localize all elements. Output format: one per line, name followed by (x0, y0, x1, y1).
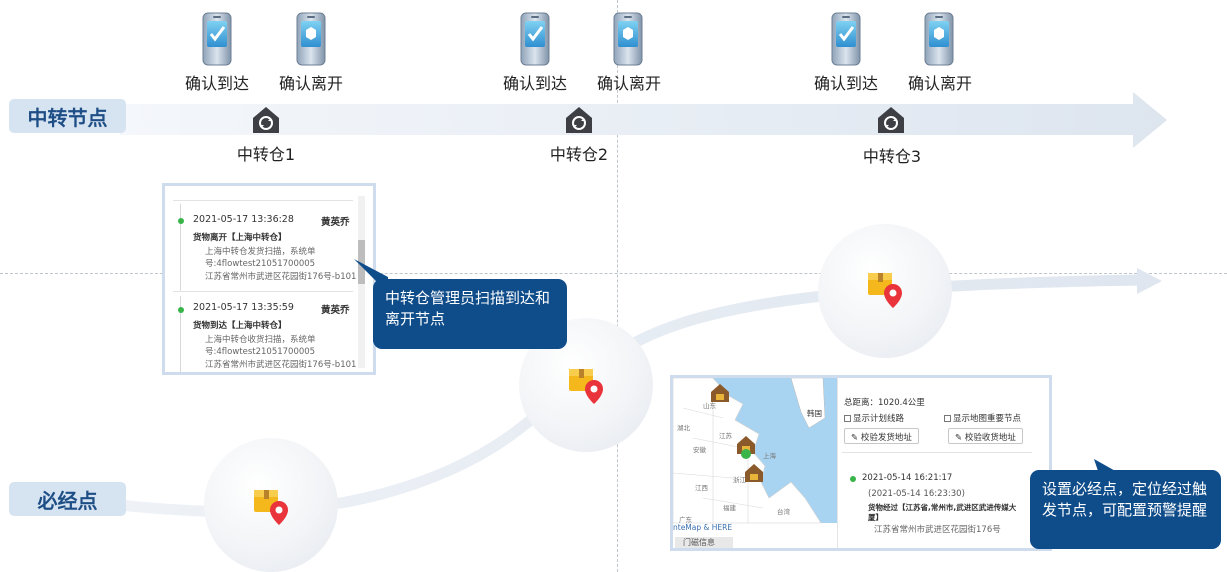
china-coast-map (673, 378, 837, 548)
phone-checkmark-icon (202, 12, 232, 66)
verify-recv-address-label: 校验收货地址 (964, 433, 1016, 443)
map-side-divider (842, 452, 1032, 453)
log-title: 货物离开【上海中转仓】 (193, 233, 287, 243)
map-city-label: 台湾 (777, 508, 790, 516)
log-user: 黄英乔 (321, 217, 350, 228)
lane-label-required: 必经点 (9, 482, 126, 516)
map-city-label: 山东 (703, 402, 716, 410)
log-addr: 江苏省常州市武进区花园街176号-b101 (205, 272, 357, 282)
node1-leave-label: 确认离开 (278, 74, 343, 93)
verify-ship-address-label: 校验发货地址 (860, 433, 912, 443)
node3-arrive-label: 确认到达 (813, 74, 878, 93)
log-user: 黄英乔 (321, 305, 350, 316)
location-pin-icon (868, 273, 902, 308)
map-city-label: 广东 (679, 516, 692, 524)
log-dot (178, 218, 184, 224)
map-log-title: 货物经过【江苏省,常州市,武进区武进传媒大厦】 (868, 503, 1017, 522)
phone-box-icon (613, 12, 643, 66)
log-scrollbar-thumb[interactable] (358, 240, 365, 284)
map-log-time-2: (2021-05-14 16:23:30) (868, 489, 965, 499)
map-city-label: 上海 (763, 452, 776, 460)
phone-box-icon (924, 12, 954, 66)
map-city-label: 安徽 (693, 446, 706, 454)
map-city-label: 江苏 (719, 432, 732, 440)
location-pin-icon (254, 490, 288, 525)
verify-recv-address-button[interactable]: ✎ 校验收货地址 (948, 428, 1023, 444)
warehouse-marker (711, 384, 729, 402)
key-nodes-label: 显示地图重要节点 (953, 414, 1022, 424)
phone-box-icon (296, 12, 326, 66)
location-pin-icon (569, 369, 603, 404)
log-timeline (180, 296, 181, 372)
node1-arrive-label: 确认到达 (184, 74, 249, 93)
phone-checkmark-icon (520, 12, 550, 66)
log-desc: 上海中转仓发货扫描，系统单号:4flowtest21051700005 (205, 247, 316, 269)
warehouse-icon (566, 107, 592, 133)
warehouse-3-name: 中转仓3 (862, 147, 922, 166)
node2-arrive-label: 确认到达 (502, 74, 567, 93)
total-distance: 总距离：1020.4公里 (844, 398, 925, 408)
plan-route-checkbox[interactable] (844, 415, 851, 422)
lane-label-transfer: 中转节点 (9, 99, 126, 133)
log-time: 2021-05-17 13:36:28 (193, 214, 294, 225)
warehouse-icon (253, 107, 279, 133)
log-title: 货物到达【上海中转仓】 (193, 321, 287, 331)
plan-route-toggle[interactable]: 显示计划线路 (844, 412, 904, 424)
map-city-label: 江西 (695, 484, 708, 492)
warehouse-2-name: 中转仓2 (549, 145, 609, 164)
map-tab-door-sensor[interactable]: 门磁信息 (675, 537, 733, 548)
log-time: 2021-05-17 13:35:59 (193, 302, 294, 313)
transfer-lane-arrow (120, 92, 1167, 148)
verify-ship-address-button[interactable]: ✎ 校验发货地址 (844, 428, 919, 444)
map-area[interactable]: 韩国 山东 江苏 安徽 上海 浙江 福建 江西 湖北 广东 台湾 nteMap … (673, 378, 837, 548)
phone-checkmark-icon (831, 12, 861, 66)
map-city-label: 湖北 (677, 424, 690, 432)
horizontal-guide-line (0, 273, 1227, 274)
map-side-panel: 总距离：1020.4公里 显示计划线路 显示地图重要节点 ✎ 校验发货地址 ✎ … (837, 378, 1049, 548)
callout-scan: 中转仓管理员扫描到达和离开节点 (373, 279, 567, 349)
warehouse-1-name: 中转仓1 (236, 145, 296, 164)
map-country-label: 韩国 (807, 409, 822, 418)
map-log-time: 2021-05-14 16:21:17 (862, 473, 953, 483)
log-addr: 江苏省常州市武进区花园街176号-b101 (205, 360, 357, 370)
node2-leave-label: 确认离开 (596, 74, 661, 93)
map-log-dot (850, 476, 856, 482)
plan-route-label: 显示计划线路 (853, 414, 905, 424)
log-divider (173, 200, 353, 201)
vertical-guide-line (617, 0, 618, 572)
scan-log-panel: 2021-05-17 13:36:28 黄英乔 货物离开【上海中转仓】 上海中转… (162, 183, 376, 375)
log-desc: 上海中转仓收货扫描，系统单号:4flowtest21051700005 (205, 335, 316, 357)
map-city-label: 福建 (723, 504, 736, 512)
map-log-addr: 江苏省常州市武进区花园街176号 (874, 525, 1001, 535)
log-divider (173, 291, 353, 292)
edit-icon: ✎ (851, 433, 861, 443)
map-city-label: 浙江 (733, 476, 746, 484)
key-nodes-toggle[interactable]: 显示地图重要节点 (944, 412, 1021, 424)
log-scrollbar[interactable] (358, 196, 365, 368)
required-lane-arrowhead (1137, 268, 1162, 294)
map-panel: 韩国 山东 江苏 安徽 上海 浙江 福建 江西 湖北 广东 台湾 nteMap … (670, 375, 1052, 551)
edit-icon: ✎ (955, 433, 965, 443)
log-dot (178, 307, 184, 313)
callout-required: 设置必经点，定位经过触发节点，可配置预警提醒 (1030, 470, 1221, 549)
warehouse-icon (878, 107, 904, 133)
node3-leave-label: 确认离开 (907, 74, 972, 93)
map-credit[interactable]: nteMap & HERE (673, 523, 733, 532)
warehouse-marker (745, 464, 763, 482)
log-timeline (180, 204, 181, 292)
key-nodes-checkbox[interactable] (944, 415, 951, 422)
